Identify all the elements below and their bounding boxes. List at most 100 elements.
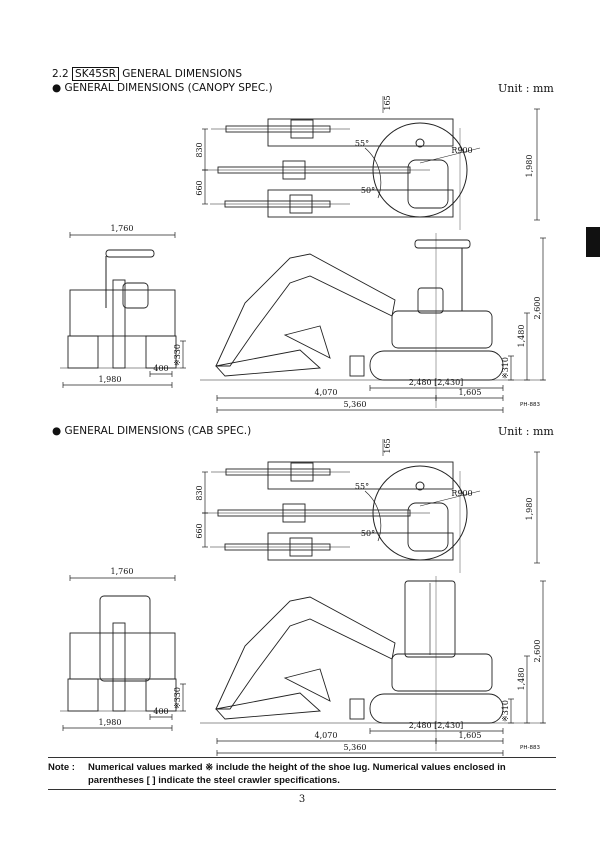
arm-side [215,349,322,377]
dim-310-label: ※310 [501,700,510,722]
dim-165-label: 165 [383,95,392,110]
swing-center [415,138,425,148]
dim-830-label: 830 [195,142,204,157]
heading-number: 2.2 [52,68,69,80]
front-view-drawing: 1,760 1,980 400 ※330 [60,567,186,731]
upper-body [391,653,493,692]
dim-660-label: 660 [195,523,204,538]
cab-outline [407,502,449,552]
note-rule-bottom [48,789,556,790]
top-view-drawing: 830 660 165 55° 50° R900 1,980 [195,95,540,230]
front-body [69,632,176,680]
dim-400-label: 400 [153,707,168,716]
note-body: Numerical values marked ※ include the he… [88,761,556,787]
page-number: 3 [298,794,306,805]
blade-side [349,698,365,720]
operator-seat-outline [407,159,449,209]
canopy-roof [105,249,155,258]
dim-2600-label: 2,600 [533,297,542,320]
swing-angle-arc [364,490,382,542]
dim-165-label: 165 [383,438,392,453]
dim-1605-label: 1,605 [459,731,482,740]
dim-1980-label: 1,980 [525,498,534,521]
top-view-drawing: 830 660 165 55° 50° R900 1,980 [195,438,540,573]
radius-line [419,490,481,507]
radius-900-label: R900 [451,146,472,155]
boom-side [215,253,396,367]
dim-2600-label: 2,600 [533,640,542,663]
subtitle-text: GENERAL DIMENSIONS (CAB SPEC.) [64,425,252,437]
note-label: Note : [48,762,75,773]
side-view-drawing: 2,600 1,480 ※310 2,480 [2,430] 4,070 1,605 5,3… [200,576,546,756]
dim-1760-label: 1,760 [111,224,134,233]
page-footer: Note : Numerical values marked ※ include… [48,757,556,805]
dim-1480-label: 1,480 [517,325,526,348]
note-line-2: parentheses [ ] indicate the steel crawl… [88,775,340,786]
cab [404,580,456,658]
radius-900-label: R900 [451,489,472,498]
heading-text: GENERAL DIMENSIONS [122,68,243,80]
dim-660-label: 660 [195,180,204,195]
angle-55-label: 55° [355,482,369,491]
note: Note : Numerical values marked ※ include… [48,758,556,789]
seat-side [417,287,444,314]
dim-330-label: ※330 [173,687,182,709]
unit-label: Unit : mm [498,82,554,95]
canopy-roof-side [414,239,471,249]
bucket-side [283,668,331,702]
side-view-drawing: 2,600 1,480 ※310 2,480 [2,430] 4,070 1,605 5,3… [200,233,546,413]
dim-400-label: 400 [153,364,168,373]
dimension-drawings: 830 660 165 55° 50° R900 1,980 1,760 1,980 400 ※33… [60,95,546,413]
angle-55-label: 55° [355,139,369,148]
arm-side [215,692,322,720]
front-track-left [67,335,99,369]
radius-line [419,147,481,164]
canopy-spec-section: ● GENERAL DIMENSIONS (CANOPY SPEC.) Unit… [0,68,600,413]
dim-4070-label: 4,070 [315,388,338,397]
swing-center [415,481,425,491]
chapter-index-tab [586,227,600,257]
dim-1480-label: 1,480 [517,668,526,691]
section-subtitle: ● GENERAL DIMENSIONS (CAB SPEC.) [52,425,252,437]
track-upper [267,118,454,147]
dim-1605-label: 1,605 [459,388,482,397]
bucket-side [283,325,331,359]
front-body [69,289,176,337]
front-track-left [67,678,99,712]
subtitle-text: GENERAL DIMENSIONS (CANOPY SPEC.) [64,82,273,94]
swing-angle-arc [364,147,382,199]
dim-330-label: ※330 [173,344,182,366]
dim-830-label: 830 [195,485,204,500]
note-line-1: Numerical values marked ※ include the he… [88,762,506,773]
note-rule-top [48,757,556,758]
boom-side [215,596,396,710]
track-upper [267,461,454,490]
angle-50-label: 50° [361,529,375,538]
section-heading: 2.2 SK45SR GENERAL DIMENSIONS [52,67,243,81]
cab-spec-section: ● GENERAL DIMENSIONS (CAB SPEC.) Unit : … [0,411,600,756]
front-view-drawing: 1,760 1,980 400 ※330 [60,224,186,388]
drawing-code-label: PH-883 [520,745,540,751]
model-name: SK45SR [72,67,119,81]
dim-2480-label: 2,480 [2,430] [409,378,464,387]
blade-side [349,355,365,377]
front-boom [112,622,126,712]
dim-1980-label: 1,980 [525,155,534,178]
crawler-track [369,350,504,381]
dim-1980-front-label: 1,980 [99,375,122,384]
front-seat [122,282,149,309]
dim-1760-label: 1,760 [111,567,134,576]
dim-310-label: ※310 [501,357,510,379]
crawler-track [369,693,504,724]
dim-4070-label: 4,070 [315,731,338,740]
drawing-code-label: PH-883 [520,402,540,408]
dim-5360-label: 5,360 [344,400,367,409]
upper-body [391,310,493,349]
dim-1980-front-label: 1,980 [99,718,122,727]
dim-5360-label: 5,360 [344,743,367,752]
dim-2480-label: 2,480 [2,430] [409,721,464,730]
angle-50-label: 50° [361,186,375,195]
unit-label: Unit : mm [498,425,554,438]
section-subtitle: ● GENERAL DIMENSIONS (CANOPY SPEC.) [52,82,273,94]
dimension-drawings: 830 660 165 55° 50° R900 1,980 1,760 1,980 400 ※33… [60,438,546,756]
